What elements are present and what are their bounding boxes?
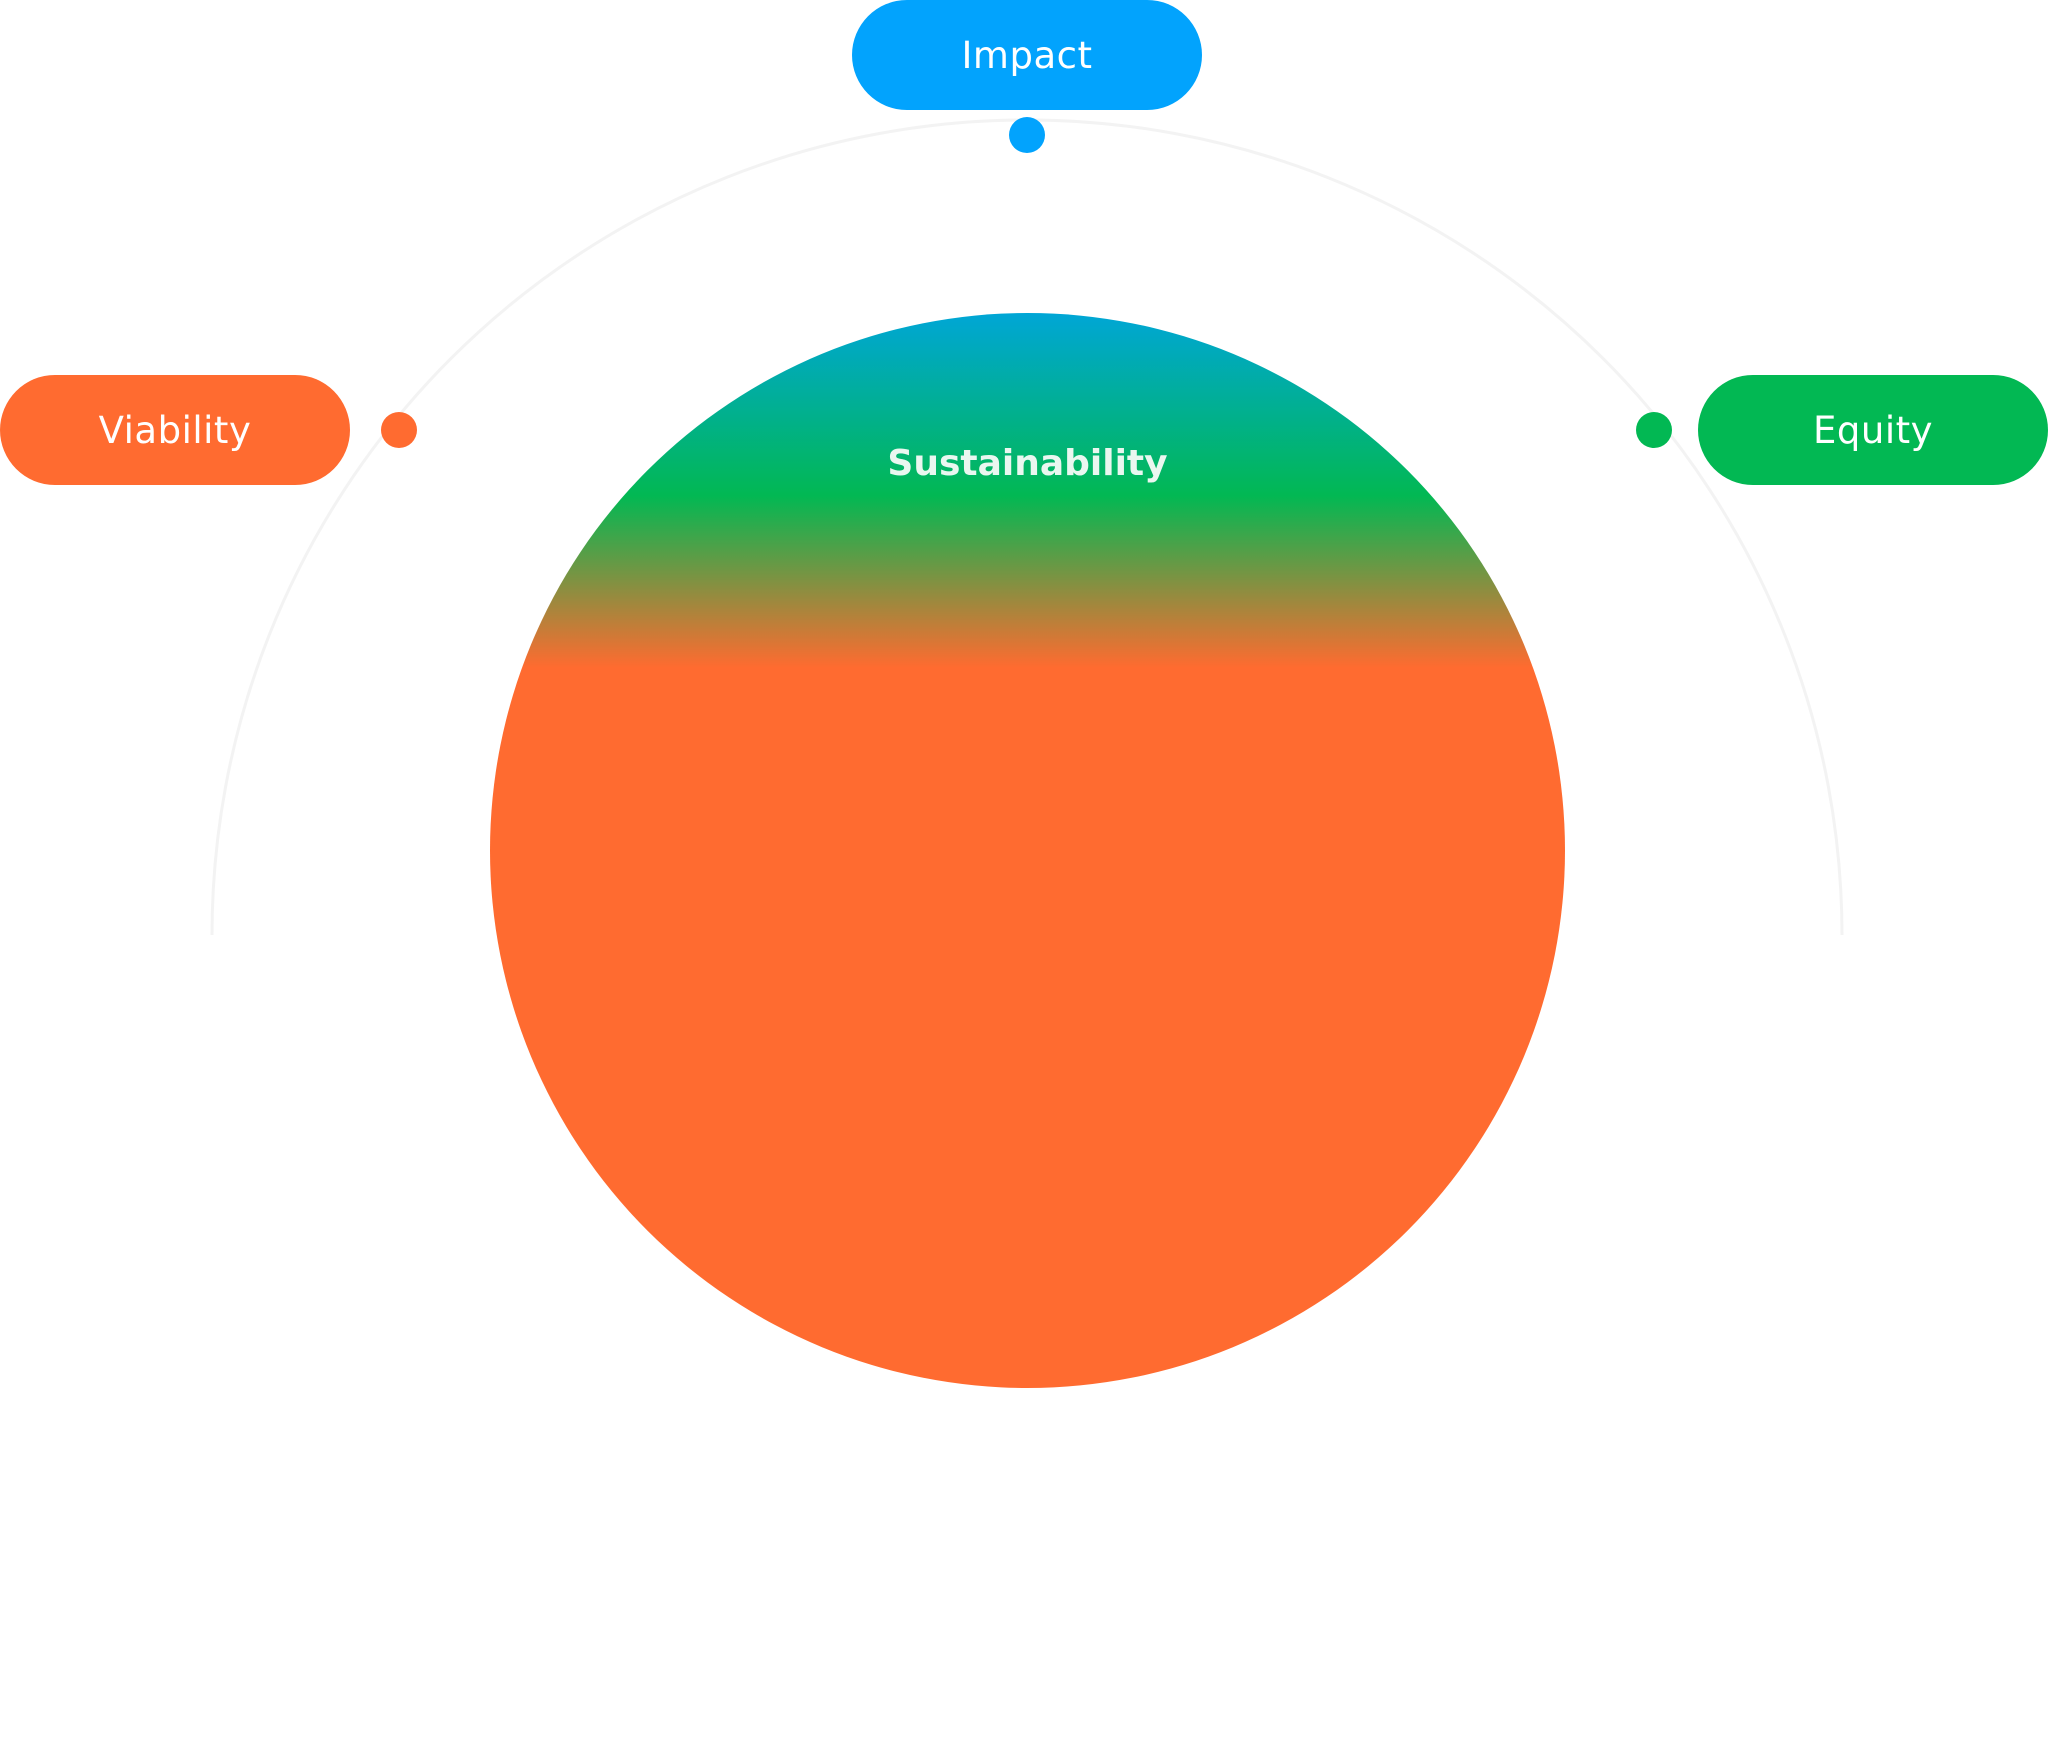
impact-pill: Impact [852, 0, 1202, 110]
impact-label: Impact [961, 33, 1093, 77]
viability-label: Viability [98, 408, 252, 452]
equity-pill: Equity [1698, 375, 2048, 485]
impact-dot [1009, 117, 1045, 153]
equity-label: Equity [1813, 408, 1933, 452]
viability-dot [381, 412, 417, 448]
sustainability-label: Sustainability [887, 443, 1168, 484]
viability-pill: Viability [0, 375, 350, 485]
sustainability-circle: Sustainability [490, 313, 1565, 1388]
equity-dot [1636, 412, 1672, 448]
